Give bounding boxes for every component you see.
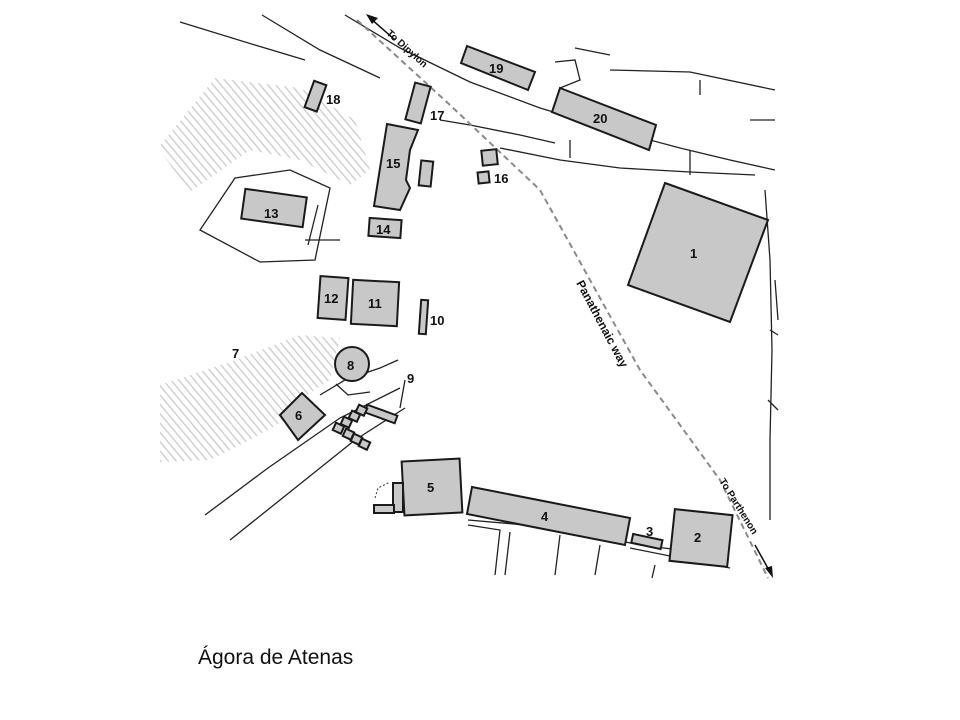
map-caption: Ágora de Atenas xyxy=(198,646,354,669)
building-19 xyxy=(459,44,537,92)
building-2 xyxy=(668,508,734,568)
number-15: 15 xyxy=(386,156,400,171)
building-18 xyxy=(303,79,328,113)
building-15b xyxy=(417,159,435,188)
building-4 xyxy=(465,485,632,547)
number-4: 4 xyxy=(541,509,549,524)
building-15 xyxy=(372,122,420,212)
panathenaic-way-route xyxy=(356,19,769,579)
building-16b xyxy=(476,170,491,185)
building-10 xyxy=(417,298,430,336)
number-18: 18 xyxy=(326,92,340,107)
number-9: 9 xyxy=(407,371,414,386)
building-20 xyxy=(550,86,658,152)
label-to-dipylon: To Dipylon xyxy=(384,28,429,70)
building-17 xyxy=(404,81,432,125)
number-17: 17 xyxy=(430,108,444,123)
building-5-annex-base xyxy=(373,504,395,514)
building-1 xyxy=(626,181,770,324)
building-8 xyxy=(334,346,370,382)
hatched-area-south xyxy=(160,335,340,462)
arrow-up-left-icon xyxy=(366,14,396,41)
number-19: 19 xyxy=(489,61,503,76)
building-5-dotted-outline xyxy=(374,481,391,499)
number-5: 5 xyxy=(427,480,434,495)
building-16 xyxy=(480,148,499,167)
building-14 xyxy=(367,216,403,240)
number-1: 1 xyxy=(690,246,697,261)
number-10: 10 xyxy=(430,313,444,328)
number-12: 12 xyxy=(324,291,338,306)
number-13: 13 xyxy=(264,206,278,221)
number-20: 20 xyxy=(593,111,607,126)
number-11: 11 xyxy=(368,296,382,311)
number-14: 14 xyxy=(376,222,391,237)
building-12 xyxy=(316,275,350,321)
building-6 xyxy=(278,391,327,442)
number-2: 2 xyxy=(694,530,701,545)
number-6: 6 xyxy=(295,408,302,423)
building-9-row xyxy=(363,403,399,425)
label-panathenaic-way: Panathenaic way xyxy=(573,278,631,370)
number-7: 7 xyxy=(232,346,239,361)
building-5-annex xyxy=(392,482,404,513)
building-11 xyxy=(349,278,401,328)
number-3: 3 xyxy=(646,524,653,539)
building-9-blocks xyxy=(331,403,372,452)
building-numbers: 1 2 3 4 5 6 7 8 9 10 11 12 13 14 15 16 1… xyxy=(232,61,701,545)
number-16: 16 xyxy=(494,171,508,186)
arrow-down-right-icon xyxy=(754,544,773,578)
building-3 xyxy=(630,532,664,551)
building-13 xyxy=(240,187,308,229)
number-8: 8 xyxy=(347,358,354,373)
